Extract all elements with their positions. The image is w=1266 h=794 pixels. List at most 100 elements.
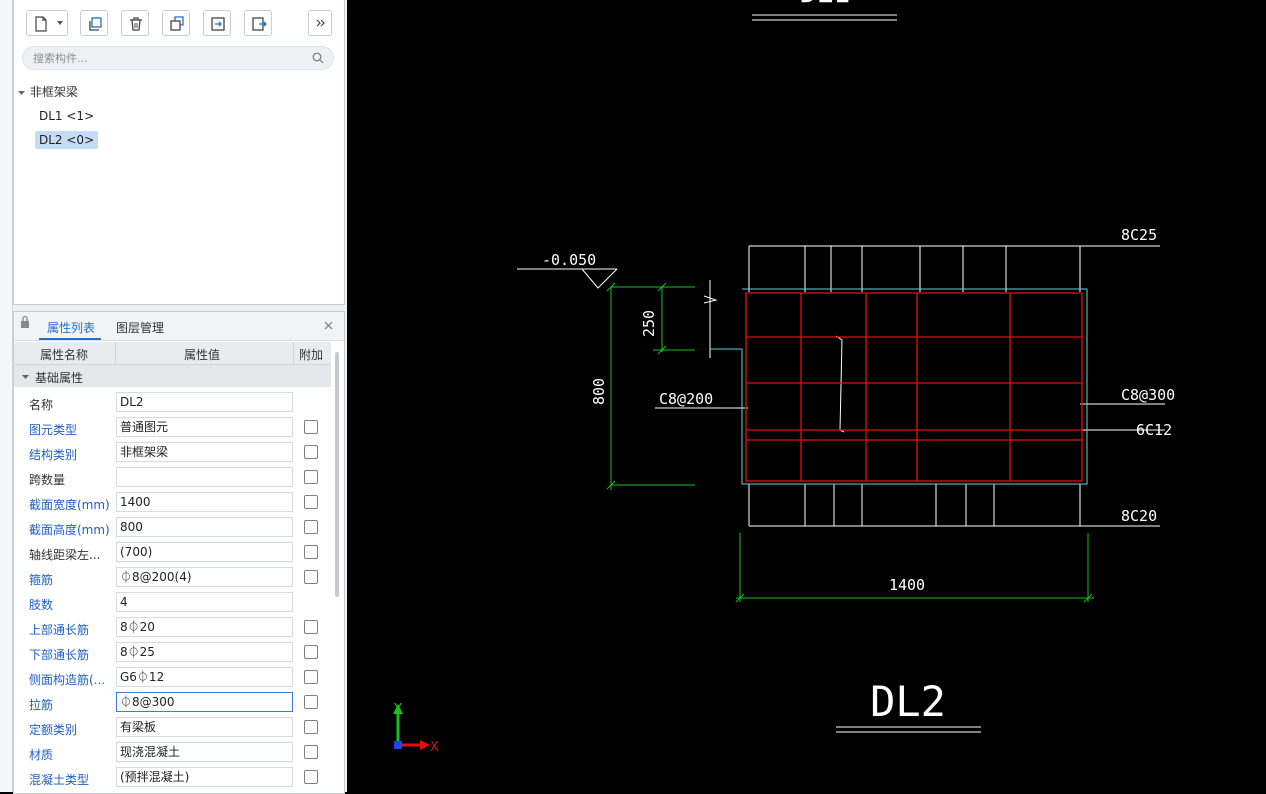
property-extra-checkbox[interactable]	[304, 445, 318, 459]
property-value-field[interactable]: 非框架梁	[116, 442, 293, 462]
column-header-name: 属性名称	[40, 348, 89, 362]
property-name: 上部通长筋	[29, 623, 90, 637]
property-name: 侧面构造筋(...	[29, 673, 106, 687]
tab-layer-management[interactable]: 图层管理	[116, 321, 165, 335]
property-extra-checkbox[interactable]	[304, 720, 318, 734]
property-value-field[interactable]: 普通图元	[116, 417, 293, 437]
property-row: 肢数 4	[14, 590, 331, 615]
property-value-field[interactable]: (700)	[116, 542, 293, 562]
lock-icon[interactable]	[20, 315, 30, 329]
tree-group-non-frame-beam[interactable]: 非框架梁	[18, 83, 78, 100]
property-value-field[interactable]	[116, 467, 293, 487]
tab-property-list[interactable]: 属性列表	[47, 321, 96, 335]
column-header-extra: 附加	[299, 348, 324, 362]
property-name: 下部通长筋	[29, 648, 90, 662]
close-icon[interactable]	[324, 321, 333, 330]
drawing-title-dl1: DL1	[800, 0, 851, 9]
property-value-field[interactable]: 现浇混凝土	[116, 742, 293, 762]
copy-to-floor-button[interactable]	[162, 10, 190, 36]
property-extra-checkbox[interactable]	[304, 645, 318, 659]
property-extra-checkbox[interactable]	[304, 545, 318, 559]
property-value-field[interactable]: (预拌混凝土)	[116, 767, 293, 787]
property-group-basic[interactable]: 基础属性	[14, 365, 331, 387]
property-value-field[interactable]: G6⏀12	[116, 667, 293, 687]
property-name: 截面高度(mm)	[29, 523, 110, 537]
property-row: 跨数量	[14, 465, 331, 490]
property-name: 定额类别	[29, 723, 78, 737]
property-name: 结构类别	[29, 448, 78, 462]
left-panel: 非框架梁 DL1 <1> DL2 <0> 属性列表 图层管理 属性名称 属性值 …	[0, 0, 347, 794]
left-dock-strip	[0, 0, 13, 792]
property-value-field[interactable]: 8⏀20	[116, 617, 293, 637]
export-button[interactable]	[244, 10, 272, 36]
new-component-button[interactable]	[26, 10, 68, 36]
import-icon	[211, 17, 225, 31]
drawing-title-dl2: DL2	[870, 677, 946, 726]
property-value-field[interactable]: 8⏀25	[116, 642, 293, 662]
property-extra-checkbox[interactable]	[304, 495, 318, 509]
tree-item-dl1[interactable]: DL1 <1>	[35, 107, 98, 125]
property-value-field[interactable]: 4	[116, 592, 293, 612]
dimension-lines	[606, 282, 1094, 603]
column-divider	[293, 342, 294, 364]
property-value-field[interactable]: 1400	[116, 492, 293, 512]
property-row: 箍筋⏀8@200(4)	[14, 565, 331, 590]
property-name: 拉筋	[29, 698, 54, 712]
property-row: 上部通长筋 8⏀20	[14, 615, 331, 640]
property-extra-checkbox[interactable]	[304, 770, 318, 784]
property-extra-checkbox[interactable]	[304, 470, 318, 484]
property-value-field[interactable]: DL2	[116, 392, 293, 412]
search-icon[interactable]	[312, 52, 324, 64]
property-name: 混凝土类型	[29, 773, 90, 787]
property-extra-checkbox[interactable]	[304, 745, 318, 759]
property-name: 跨数量	[29, 473, 66, 487]
property-row: 侧面构造筋(... G6⏀12	[14, 665, 331, 690]
side-bar-label: 6C12	[1136, 421, 1172, 439]
caret-down-icon[interactable]	[22, 373, 30, 381]
property-row: 材质 现浇混凝土	[14, 740, 331, 765]
axis-y-label: Y	[393, 702, 402, 717]
copy-button[interactable]	[80, 10, 108, 36]
property-extra-checkbox[interactable]	[304, 520, 318, 534]
search-box	[22, 46, 334, 70]
property-value-field[interactable]: 800	[116, 517, 293, 537]
dim-label-1400: 1400	[889, 576, 925, 594]
property-scrollbar[interactable]	[335, 352, 339, 597]
property-value-field[interactable]: ⏀8@300	[116, 692, 293, 712]
reinforcement-cage	[745, 292, 1083, 482]
delete-button[interactable]	[121, 10, 149, 36]
concrete-outline	[710, 288, 1088, 485]
axis-x-label: X	[430, 740, 439, 755]
import-button[interactable]	[203, 10, 231, 36]
property-extra-checkbox[interactable]	[304, 420, 318, 434]
property-row: 轴线距梁左...(700)	[14, 540, 331, 565]
canvas-background	[347, 0, 1266, 792]
cad-drawing-canvas[interactable]: DL1 -0.050	[347, 0, 1266, 792]
tree-item-dl2[interactable]: DL2 <0>	[35, 131, 99, 149]
property-row: 定额类别 有梁板	[14, 715, 331, 740]
property-row: 截面高度(mm) 800	[14, 515, 331, 540]
property-name: 材质	[29, 748, 54, 762]
property-extra-checkbox[interactable]	[304, 695, 318, 709]
search-input[interactable]	[33, 50, 303, 66]
property-extra-checkbox[interactable]	[304, 620, 318, 634]
component-tree-panel: 非框架梁 DL1 <1> DL2 <0>	[13, 0, 345, 305]
trash-icon	[130, 17, 142, 31]
property-name: 肢数	[29, 598, 54, 612]
property-name: 图元类型	[29, 423, 78, 437]
property-row: 下部通长筋 8⏀25	[14, 640, 331, 665]
property-extra-checkbox[interactable]	[304, 570, 318, 584]
property-value-field[interactable]: 有梁板	[116, 717, 293, 737]
tree-group-label: 非框架梁	[29, 85, 78, 99]
more-tools-button[interactable]	[308, 10, 332, 36]
property-row: 图元类型 普通图元	[14, 415, 331, 440]
section-outline-white	[655, 245, 1165, 527]
property-extra-checkbox[interactable]	[304, 670, 318, 684]
caret-down-icon[interactable]	[18, 89, 26, 97]
property-value-field[interactable]: ⏀8@200(4)	[116, 567, 293, 587]
active-tab-indicator	[39, 338, 101, 340]
property-group-label: 基础属性	[35, 371, 84, 385]
copy-icon	[89, 17, 102, 31]
